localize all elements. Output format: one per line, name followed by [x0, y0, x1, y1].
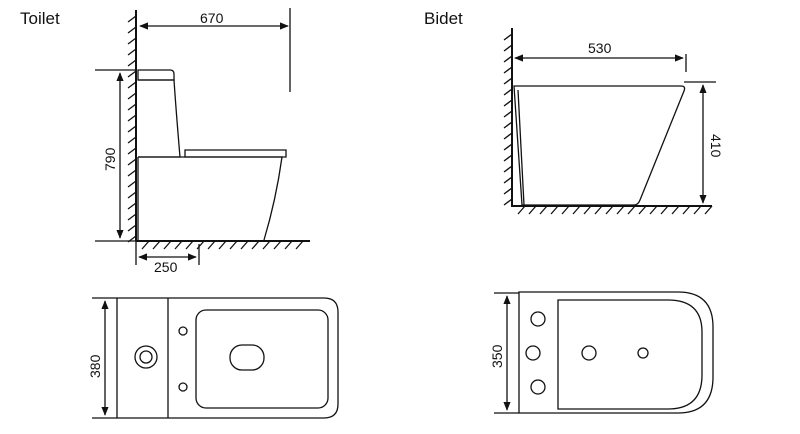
toilet-depth-dim: 670 — [200, 10, 224, 26]
toilet-top-view: 380 — [87, 297, 339, 419]
bidet-top-view: 350 — [489, 291, 714, 414]
bidet-width-dim: 350 — [489, 344, 505, 368]
bidet-depth-dim: 530 — [588, 40, 612, 56]
bidet-wall-hatch — [503, 33, 513, 206]
toilet-wall-hatch — [127, 15, 137, 243]
toilet-floor-hatch — [141, 240, 304, 250]
bidet-floor-hatch — [517, 205, 713, 215]
bidet-side-view: 530 410 — [503, 28, 724, 215]
bidet-height-dim: 410 — [708, 134, 724, 158]
toilet-outlet-dim: 250 — [154, 259, 178, 275]
toilet-width-dim: 380 — [87, 354, 103, 378]
bidet-title: Bidet — [424, 9, 463, 28]
toilet-title: Toilet — [20, 9, 60, 28]
toilet-height-dim: 790 — [102, 147, 118, 171]
toilet-side-view: 670 790 250 — [95, 8, 310, 275]
